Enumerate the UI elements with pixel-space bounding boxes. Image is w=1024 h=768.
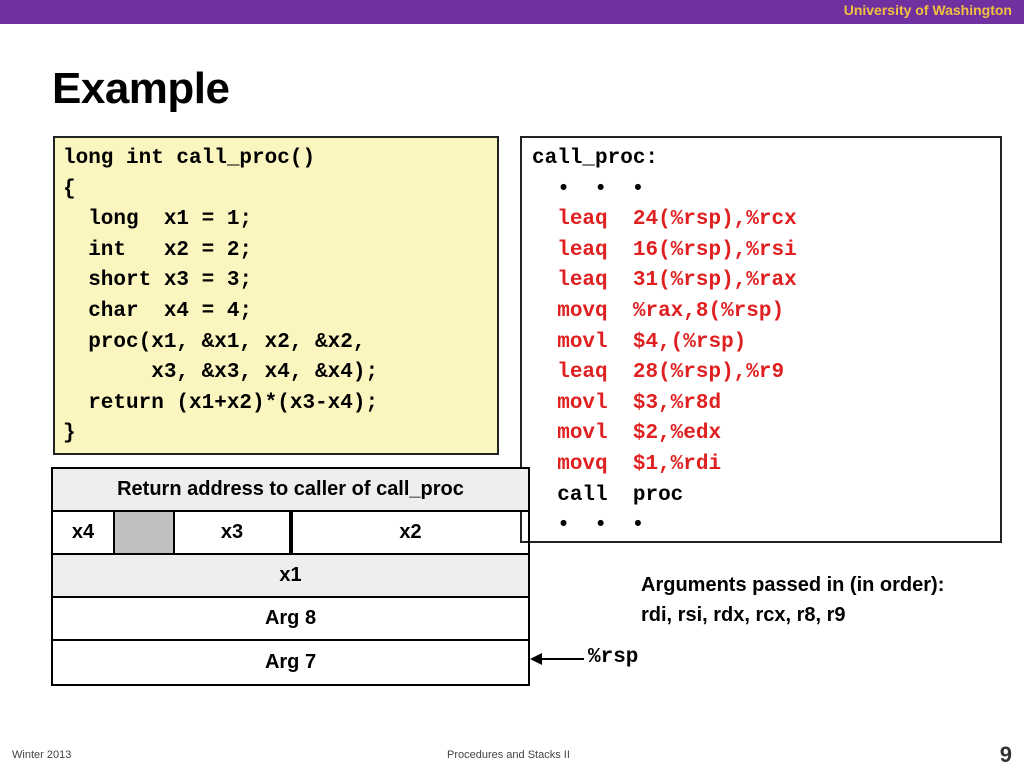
arg8-cell: Arg 8: [264, 607, 317, 629]
asm-operands: 31(%rsp),%rax: [632, 269, 797, 293]
asm-instruction-line: leaq 28(%rsp),%r9: [532, 358, 994, 389]
asm-opcode: leaq: [557, 361, 608, 385]
asm-instruction-line: leaq 16(%rsp),%rsi: [532, 236, 994, 267]
ellipsis-icon: • • •: [557, 514, 651, 538]
c-code-line: char x4 = 4;: [63, 299, 253, 323]
x1-cell: x1: [279, 564, 302, 586]
asm-instruction-line: movq $1,%rdi: [532, 450, 994, 481]
arg7-cell: Arg 7: [264, 651, 317, 673]
stack-row-arg7: Arg 7: [53, 641, 528, 684]
assembly-box: call_proc: • • • leaq 24(%rsp),%rcx leaq…: [520, 136, 1002, 543]
argument-note: Arguments passed in (in order): rdi, rsi…: [641, 574, 945, 626]
asm-opcode: leaq: [557, 208, 608, 232]
stack-row-return-address: Return address to caller of call_proc: [53, 469, 528, 512]
institution-name: University of Washington: [843, 2, 1012, 18]
asm-opcode: movl: [557, 422, 608, 446]
x3-cell: x3: [173, 512, 291, 553]
c-code-line: x3, &x3, x4, &x4);: [63, 361, 379, 385]
stack-row-locals: x4 x3 x2: [53, 512, 528, 555]
c-code-line: long x1 = 1;: [63, 208, 253, 232]
return-address-cell: Return address to caller of call_proc: [117, 478, 464, 500]
asm-opcode: leaq: [557, 269, 608, 293]
asm-operands: 24(%rsp),%rcx: [632, 208, 797, 232]
c-code-line: {: [63, 177, 76, 201]
asm-operands: $1,%rdi: [632, 452, 722, 476]
c-code-line: long int call_proc(): [63, 147, 316, 170]
asm-label: call_proc:: [532, 147, 659, 170]
asm-operands: %rax,8(%rsp): [632, 299, 785, 323]
asm-instruction-line: movl $2,%edx: [532, 419, 994, 450]
asm-opcode: leaq: [557, 238, 608, 262]
asm-operands: 28(%rsp),%r9: [632, 361, 785, 385]
c-code-listing: long int call_proc() { long x1 = 1; int x…: [63, 144, 491, 450]
asm-opcode: movl: [557, 391, 608, 415]
asm-call-target: proc: [632, 483, 684, 507]
asm-opcode: movq: [557, 299, 608, 323]
asm-operands: $3,%r8d: [632, 391, 722, 415]
c-code-line: short x3 = 3;: [63, 269, 253, 293]
asm-call-op: call: [557, 483, 608, 507]
asm-instruction-line: leaq 31(%rsp),%rax: [532, 266, 994, 297]
asm-operands: $2,%edx: [632, 422, 722, 446]
ellipsis-icon: • • •: [557, 177, 651, 201]
c-code-line: int x2 = 2;: [63, 238, 253, 262]
footer-topic: Procedures and Stacks II: [447, 749, 570, 761]
stack-row-x1: x1: [53, 555, 528, 598]
asm-instruction-line: movq %rax,8(%rsp): [532, 297, 994, 328]
asm-operands: 16(%rsp),%rsi: [632, 238, 797, 262]
x2-cell: x2: [291, 512, 528, 553]
header-bar: University of Washington: [0, 0, 1024, 24]
stack-frame-diagram: Return address to caller of call_proc x4…: [51, 467, 530, 686]
left-arrow-icon: [530, 653, 584, 665]
asm-instruction-line: movl $3,%r8d: [532, 389, 994, 420]
asm-instruction-line: movl $4,(%rsp): [532, 328, 994, 359]
rsp-pointer-label: %rsp: [588, 646, 639, 669]
x4-cell: x4: [71, 521, 95, 543]
slide-title: Example: [52, 64, 230, 113]
stack-row-arg8: Arg 8: [53, 598, 528, 641]
asm-opcode: movl: [557, 330, 608, 354]
footer-term: Winter 2013: [12, 749, 72, 761]
page-number: 9: [999, 742, 1012, 767]
c-code-line: return (x1+x2)*(x3-x4);: [63, 391, 379, 415]
padding-cell: [113, 512, 173, 553]
asm-opcode: movq: [557, 452, 608, 476]
asm-operands: $4,(%rsp): [632, 330, 747, 354]
c-code-line: proc(x1, &x1, x2, &x2,: [63, 330, 366, 354]
c-code-line: }: [63, 422, 76, 446]
asm-instruction-line: leaq 24(%rsp),%rcx: [532, 205, 994, 236]
c-code-box: long int call_proc() { long x1 = 1; int x…: [53, 136, 499, 455]
